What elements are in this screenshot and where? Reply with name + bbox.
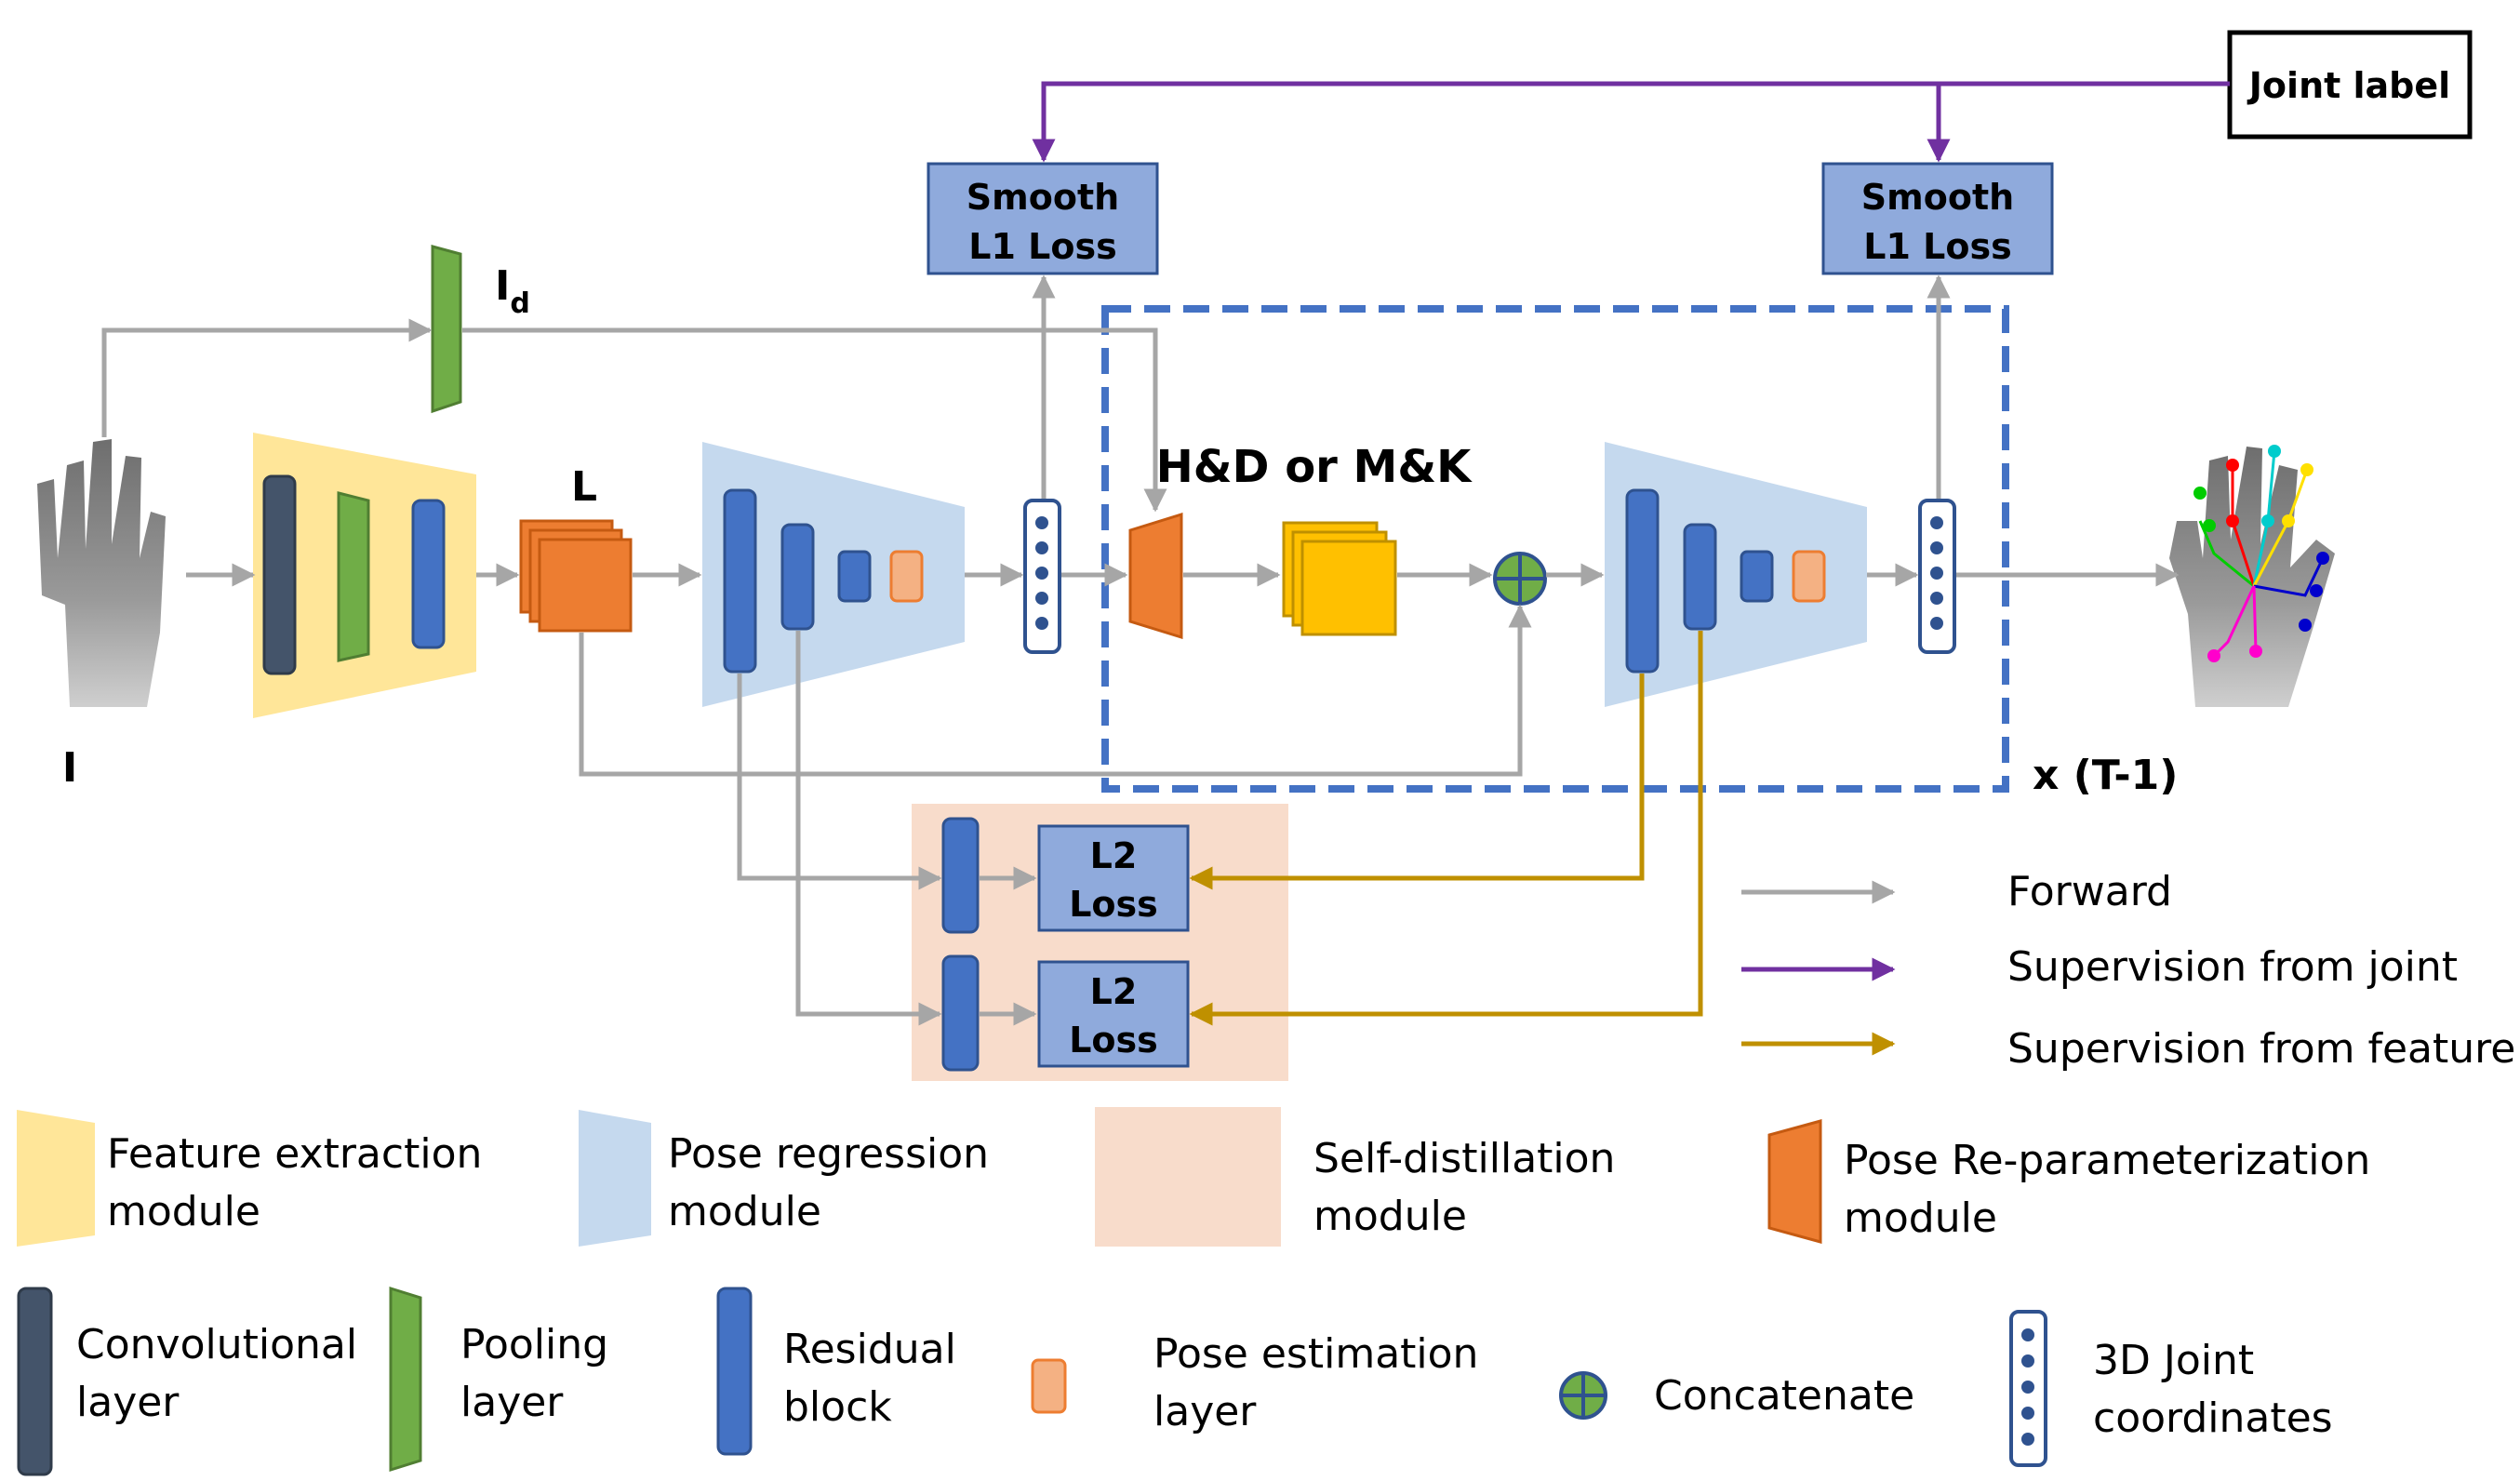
l2-loss-box-2: L2 Loss — [1037, 960, 1190, 1068]
residual-block — [837, 550, 872, 603]
svg-text:L1 Loss: L1 Loss — [968, 226, 1116, 267]
residual-block — [411, 499, 446, 649]
legend-pose-est-label: Pose estimation layer — [1153, 1330, 1491, 1435]
legend-residual-swatch — [716, 1287, 753, 1456]
hd-mk-label: H&D or M&K — [1156, 441, 1473, 493]
joint-coordinates-vector — [1918, 499, 1956, 654]
legend-pose-reparam-swatch — [1767, 1119, 1822, 1244]
legend-pose-est-swatch — [1031, 1358, 1067, 1414]
repeat-label: x (T-1) — [2033, 752, 2178, 799]
residual-block — [941, 817, 980, 934]
legend-self-distillation-label: Self-distillation module — [1313, 1135, 1628, 1240]
smooth-l1-loss-box-2: Smooth L1 Loss — [1821, 162, 2054, 275]
legend-joint3d-icon — [2009, 1310, 2047, 1467]
svg-text:L2: L2 — [1090, 971, 1138, 1012]
pose-estimation-layer — [889, 550, 924, 603]
pose-regression-module-1 — [702, 442, 965, 707]
joint-coordinates-vector — [1023, 499, 1061, 654]
joint-supervision-arrows — [1032, 81, 2230, 163]
depth-pooling-layer — [431, 245, 462, 414]
svg-text:Smooth: Smooth — [1861, 177, 2014, 218]
residual-block — [1683, 523, 1717, 631]
latent-label: L — [571, 463, 597, 511]
legend-pose-reparam-label: Pose Re-parameterization module — [1844, 1137, 2383, 1242]
joint-label-box: Joint label — [2227, 30, 2473, 140]
legend-residual-label: Residual block — [783, 1326, 969, 1431]
legend-conv-label: Convolutional layer — [76, 1321, 370, 1426]
legend-feature-extraction-swatch — [17, 1110, 95, 1247]
legend-pose-regression-label: Pose regression module — [668, 1130, 1002, 1235]
residual-block — [1740, 550, 1774, 603]
svg-text:Loss: Loss — [1069, 1020, 1158, 1061]
iteration-box — [1101, 305, 2009, 793]
svg-text:Loss: Loss — [1069, 884, 1158, 925]
pose-reparameterization-layer — [1128, 512, 1183, 640]
legend-concatenate-label: Concatenate — [1654, 1372, 1914, 1420]
pooling-layer — [337, 491, 370, 662]
legend-joint3d-label: 3D Joint coordinates — [2093, 1337, 2333, 1442]
residual-block — [941, 954, 980, 1072]
pose-regression-module-2 — [1605, 442, 1867, 707]
conv-layer — [262, 474, 297, 675]
legend-self-distillation-swatch — [1095, 1107, 1281, 1247]
svg-text:L1 Loss: L1 Loss — [1863, 226, 2011, 267]
latent-feature-stack — [519, 519, 633, 633]
residual-block — [723, 488, 757, 674]
concatenate-icon — [1493, 552, 1547, 606]
joint-supervision-legend-label: Supervision from joint — [2007, 943, 2458, 991]
input-label: I — [62, 744, 77, 792]
feature-supervision-arrows — [1189, 631, 1703, 1026]
l2-loss-box-1: L2 Loss — [1037, 824, 1190, 932]
forward-legend-label: Forward — [2007, 868, 2172, 915]
legend-pose-regression-swatch — [579, 1110, 651, 1247]
pose-estimation-layer — [1792, 550, 1826, 603]
feature-supervision-legend-label: Supervision from feature — [2007, 1025, 2515, 1073]
hd-feature-stack — [1282, 521, 1397, 636]
svg-text:Smooth: Smooth — [967, 177, 1119, 218]
svg-text:Joint label: Joint label — [2247, 65, 2450, 106]
legend-pooling-swatch — [389, 1286, 422, 1473]
input-depth-hand — [37, 439, 166, 707]
output-hand-pose — [2169, 445, 2335, 707]
residual-block — [780, 523, 815, 631]
legend-conv-swatch — [17, 1287, 53, 1476]
residual-block — [1625, 488, 1660, 674]
depth-label: Id — [495, 262, 530, 320]
legend-concatenate-icon — [1559, 1371, 1607, 1420]
svg-text:L2: L2 — [1090, 835, 1138, 876]
legend-feature-extraction-label: Feature extraction module — [107, 1130, 495, 1235]
legend-pooling-label: Pooling layer — [460, 1321, 621, 1426]
forward-arrows — [101, 274, 2180, 1026]
smooth-l1-loss-box-1: Smooth L1 Loss — [927, 162, 1159, 275]
